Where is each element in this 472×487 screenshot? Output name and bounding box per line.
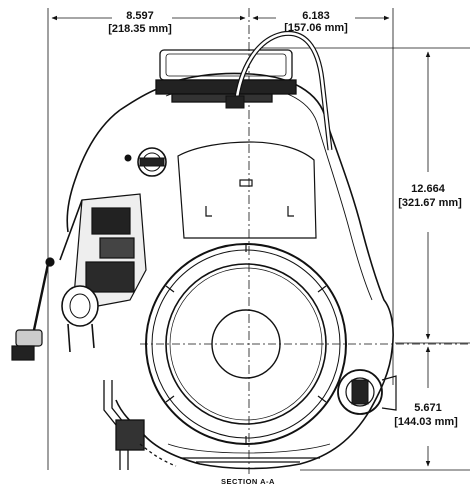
vent-right [287,206,294,217]
carb-block-1 [91,207,131,235]
shroud-outline [115,72,394,470]
spark-plug-boss [337,369,397,415]
filter-cover [177,141,317,239]
fuel-cap-collar [171,93,273,103]
linkage-rod [59,199,83,261]
vent-left [205,206,212,217]
primer-base [11,345,35,361]
right-width-value: 6.183 [302,10,330,22]
housing-inner-ring [165,263,327,425]
crank-height-value: 5.671 [414,402,442,414]
engine-base [167,443,331,463]
breather-tube [225,30,333,151]
carb-block-3 [85,261,135,293]
carb-block-2 [99,237,135,259]
section-caption: SECTION A-A [221,477,275,486]
right-width-metric: [157.06 mm] [284,22,348,34]
shroud-left-edge [66,109,121,233]
primer-fitting [15,329,43,347]
oil-fill-cap [124,147,167,177]
mounting-bracket [103,380,177,470]
total-height-value: 12.664 [411,183,446,195]
intake-cylinder [61,285,99,327]
fan-housing [140,243,470,445]
shroud-top-left [119,87,161,111]
carburetor-assembly [11,193,147,361]
vent-logo [239,179,253,187]
fuel-cap-base [155,79,297,95]
left-width-metric: [218.35 mm] [108,23,172,35]
fuel-cap-assembly [155,49,297,103]
throttle-rod [32,263,50,331]
left-width-value: 8.597 [126,10,154,22]
crank-height-metric: [144.03 mm] [394,416,458,428]
total-height-metric: [321.67 mm] [398,197,462,209]
filter-vents [205,179,294,217]
fuel-cap-top [159,49,293,81]
fuel-cap-rim [165,53,287,77]
